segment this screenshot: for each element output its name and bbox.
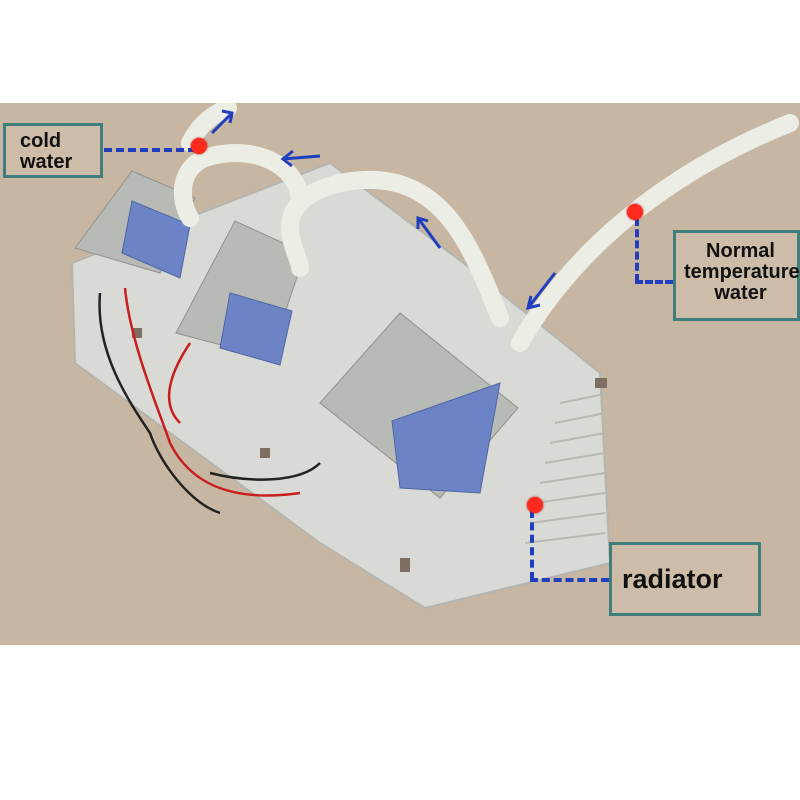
plate-holes xyxy=(132,328,607,572)
flow-arrows xyxy=(210,109,557,311)
cold-water-label: cold water xyxy=(3,123,103,178)
normal-temperature-water-label: Normal temperature water xyxy=(673,230,800,321)
heatsink-fins xyxy=(524,392,611,544)
cold-water-leader xyxy=(104,148,196,152)
normal-water-leader-vertical xyxy=(635,218,639,282)
normal-water-leader-horizontal xyxy=(635,280,673,284)
cold-water-marker xyxy=(191,138,207,154)
normal-water-marker xyxy=(627,204,643,220)
radiator-marker xyxy=(527,497,543,513)
radiator-leader-horizontal xyxy=(530,578,609,582)
wires xyxy=(98,287,321,515)
peltier-module-2 xyxy=(175,220,306,366)
radiator-label: radiator xyxy=(609,542,761,616)
water-tubes xyxy=(174,103,799,352)
cooler-photo xyxy=(0,103,800,645)
cooler-illustration xyxy=(70,103,799,610)
peltier-module-1 xyxy=(74,170,196,279)
peltier-module-3 xyxy=(319,312,519,499)
radiator-leader-vertical xyxy=(530,510,534,580)
